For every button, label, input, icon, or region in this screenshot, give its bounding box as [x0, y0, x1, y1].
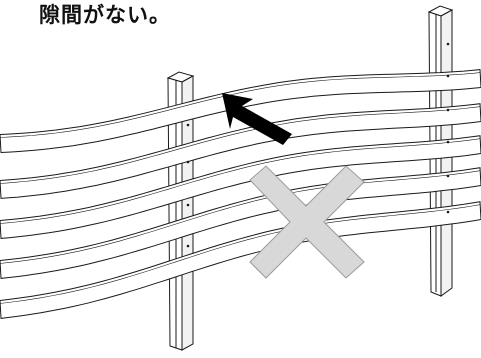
fence-board: [0, 201, 481, 319]
arrow-up-left-icon: [222, 93, 292, 145]
nail-dot: [186, 123, 190, 127]
post-nails: [186, 42, 450, 248]
fence-board: [0, 103, 481, 199]
fence-boards: [0, 69, 481, 319]
fence-board-edge: [0, 106, 481, 184]
fence-board: [0, 167, 481, 279]
nail-dot: [446, 74, 450, 78]
nail-dot: [446, 140, 450, 144]
nail-dot: [446, 108, 450, 112]
nail-dot: [446, 174, 450, 178]
fence-board: [0, 135, 481, 239]
fence-board-edge: [0, 204, 481, 304]
x-mark-icon: [249, 165, 365, 279]
nail-dot: [186, 203, 190, 207]
nail-dot: [186, 244, 190, 248]
nail-dot: [446, 210, 450, 214]
fence-board-edge: [0, 72, 481, 138]
fence-board-edge: [0, 170, 481, 264]
nail-dot: [446, 42, 450, 46]
fence-board: [0, 69, 481, 154]
fence-board-edge: [0, 138, 481, 224]
caption-title: 隙間がない。: [39, 3, 171, 27]
nail-dot: [186, 160, 190, 164]
